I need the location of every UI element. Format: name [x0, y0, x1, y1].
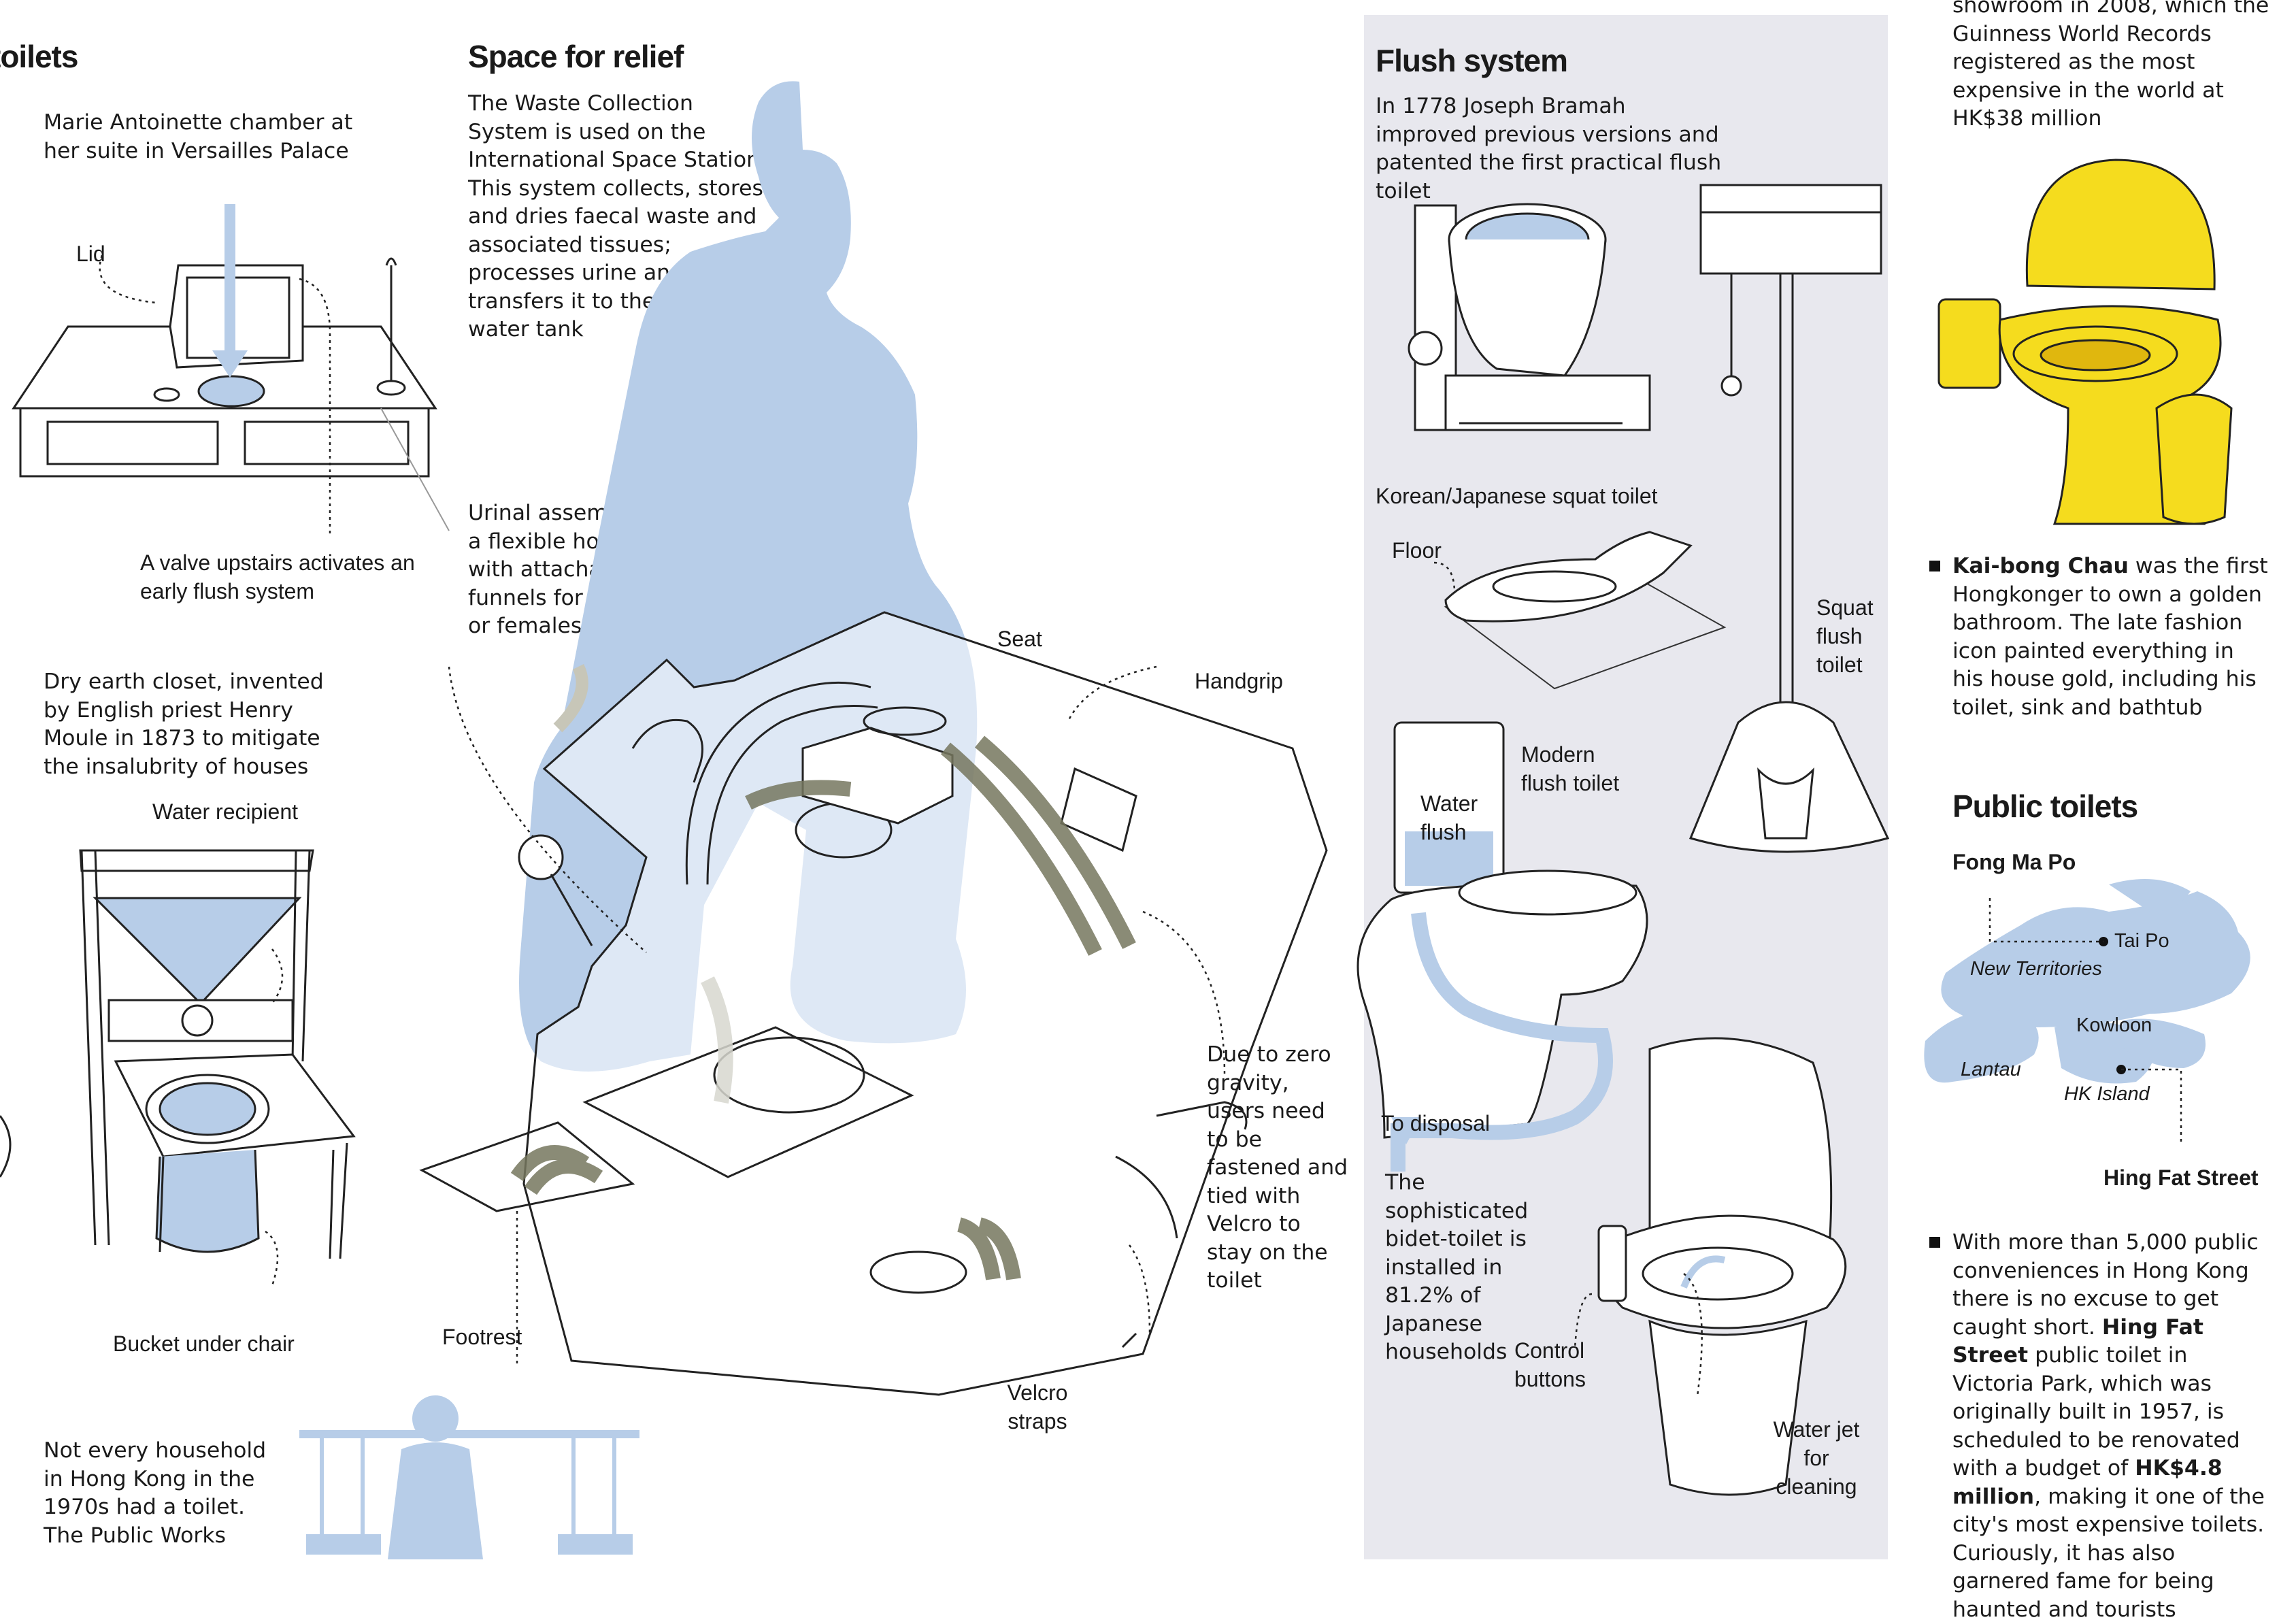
footrest-label: Footrest — [442, 1325, 522, 1349]
modern-label: Modern flush toilet — [1521, 742, 1620, 795]
new-territories-label: New Territories — [1970, 958, 2102, 980]
modern-flush-toilet — [1357, 721, 1648, 1172]
gold-toilet-text: showroom in 2008, which the Guinness Wor… — [1952, 0, 2269, 131]
bullet-square — [1929, 561, 1940, 571]
section-title-toilets: toilets — [0, 39, 78, 74]
fong-ma-po-label: Fong Ma Po — [1952, 850, 2076, 874]
floor-label: Floor — [1392, 538, 1442, 563]
kaibong-text: was the first Hongkonger to own a golden… — [1952, 554, 2268, 720]
public-text-1: With more than 5,000 public conveniences… — [1952, 1230, 2259, 1340]
hing-fat-label: Hing Fat Street — [2103, 1165, 2259, 1190]
velcro-label: Velcro straps — [1007, 1380, 1068, 1434]
marie-chamber-illustration — [12, 204, 450, 537]
hk-island-label: HK Island — [2064, 1083, 2150, 1105]
kaibong-name: Kai-bong Chau — [1952, 554, 2129, 578]
bullet-square — [1929, 1237, 1940, 1248]
public-toilets-paragraph: With more than 5,000 public conveniences… — [1929, 1229, 2269, 1624]
water-flush-label: Water flush — [1420, 791, 1478, 844]
kaibong-paragraph: Kai-bong Chau was the first Hongkonger t… — [1929, 552, 2269, 722]
public-bold-1: Hing Fat Street — [1952, 1314, 2203, 1368]
golden-toilet-illustration — [1937, 159, 2233, 525]
korean-squat-label: Korean/Japanese squat toilet — [1376, 484, 1658, 508]
lantau-label: Lantau — [1961, 1059, 2021, 1080]
water-recipient-label: Water recipient — [152, 799, 298, 824]
kowloon-label: Kowloon — [2076, 1014, 2152, 1036]
flush-system-illustrations — [1357, 184, 1890, 1496]
partial-toilet-edge — [0, 1115, 12, 1178]
dry-earth-caption: Dry earth closet, invented by English pr… — [44, 669, 324, 779]
public-text-2: public toilet in Victoria Park, which wa… — [1952, 1343, 2240, 1480]
korean-squat-toilet — [1444, 531, 1727, 690]
household-caption: Not every household in Hong Kong in the … — [44, 1438, 267, 1548]
space-intro: The Waste Collection System is used on t… — [468, 91, 767, 342]
public-bold-2: HK$4.8 million — [1952, 1456, 2223, 1509]
seat-label: Seat — [997, 627, 1042, 651]
disposal-label: To disposal — [1381, 1111, 1491, 1136]
bidet-caption: The sophisticated bidet-toilet is instal… — [1385, 1170, 1529, 1364]
flush-intro: In 1778 Joseph Bramah improved previous … — [1376, 94, 1722, 203]
squat-flush-toilet — [1689, 184, 1890, 853]
space-title: Space for relief — [468, 39, 684, 74]
gravity-caption: Due to zero gravity, users need to be fa… — [1207, 1042, 1348, 1293]
bramah-toilet — [1408, 203, 1651, 431]
squat-flush-label: Squat flush toilet — [1816, 595, 1874, 677]
bucket-label: Bucket under chair — [113, 1331, 295, 1356]
tai-po-label: Tai Po — [2114, 930, 2169, 952]
gold-toilet-caption: golden toilet in its showroom in 2008, w… — [1952, 0, 2272, 133]
handgrip-label: Handgrip — [1195, 669, 1283, 693]
hk-map — [1924, 879, 2250, 1144]
dry-earth-closet-illustration — [79, 849, 356, 1287]
bidet-toilet — [1597, 1037, 1847, 1496]
water-jet-label: Water jet for cleaning — [1773, 1417, 1860, 1499]
control-buttons-label: Control buttons — [1514, 1338, 1586, 1391]
flush-title: Flush system — [1376, 43, 1568, 78]
public-toilets-title: Public toilets — [1952, 789, 2138, 824]
valve-label: A valve upstairs activates an early flus… — [140, 550, 415, 603]
marie-caption: Marie Antoinette chamber at her suite in… — [44, 110, 353, 163]
waste-collection-system-illustration — [419, 81, 1328, 1396]
water-carrier-silhouette — [299, 1395, 639, 1559]
